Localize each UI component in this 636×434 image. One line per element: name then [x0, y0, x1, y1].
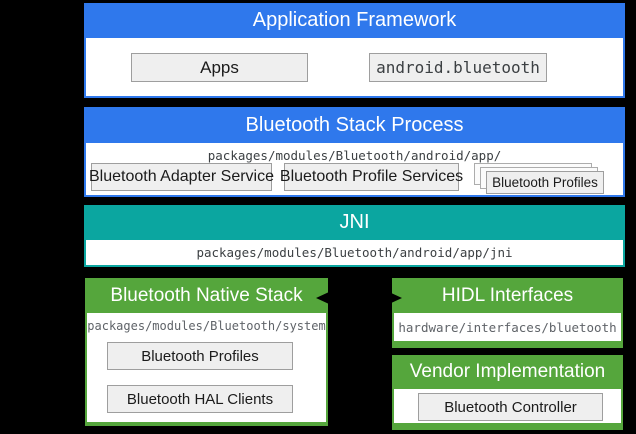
- jni-body: packages/modules/Bluetooth/android/app/j…: [86, 240, 623, 265]
- bluetooth-native-stack-title: Bluetooth Native Stack: [110, 284, 303, 306]
- vendor-implementation-section: Vendor Implementation Bluetooth Controll…: [392, 355, 623, 430]
- jni-path: packages/modules/Bluetooth/android/app/j…: [196, 245, 513, 260]
- bluetooth-stack-process-title: Bluetooth Stack Process: [245, 113, 464, 136]
- hidl-interfaces-title: HIDL Interfaces: [441, 284, 574, 306]
- application-framework-section: Application Framework Apps android.bluet…: [84, 3, 625, 98]
- vendor-implementation-title: Vendor Implementation: [409, 361, 606, 382]
- bluetooth-stack-process-section: Bluetooth Stack Process packages/modules…: [84, 107, 625, 197]
- hidl-interfaces-section: HIDL Interfaces hardware/interfaces/blue…: [392, 278, 623, 348]
- bluetooth-native-stack-section: Bluetooth Native Stack packages/modules/…: [85, 278, 328, 426]
- bluetooth-controller-box: Bluetooth Controller: [418, 393, 603, 421]
- arrow-shaft: [325, 297, 393, 299]
- arrowhead-right-icon: [389, 292, 402, 304]
- bluetooth-adapter-service-box: Bluetooth Adapter Service: [89, 163, 274, 191]
- bluetooth-profiles-stacked-box: Bluetooth Profiles: [486, 171, 604, 194]
- bluetooth-hal-clients-box: Bluetooth HAL Clients: [107, 385, 293, 413]
- stack-process-path: packages/modules/Bluetooth/android/app/: [207, 148, 502, 163]
- jni-section: JNI packages/modules/Bluetooth/android/a…: [84, 205, 625, 267]
- application-framework-title: Application Framework: [252, 9, 457, 31]
- arrowhead-left-icon: [316, 292, 329, 304]
- native-bluetooth-profiles-box: Bluetooth Profiles: [107, 342, 293, 370]
- apps-box: Apps: [131, 53, 308, 82]
- hidl-interfaces-body: hardware/interfaces/bluetooth: [394, 313, 621, 341]
- native-stack-path: packages/modules/Bluetooth/system: [87, 319, 326, 333]
- hidl-path: hardware/interfaces/bluetooth: [398, 319, 617, 335]
- jni-title: JNI: [339, 211, 370, 233]
- bluetooth-profile-services-box: Bluetooth Profile Services: [280, 163, 463, 191]
- android-bluetooth-box: android.bluetooth: [369, 53, 547, 82]
- native-stack-hidl-bidirectional-arrow: [316, 292, 402, 304]
